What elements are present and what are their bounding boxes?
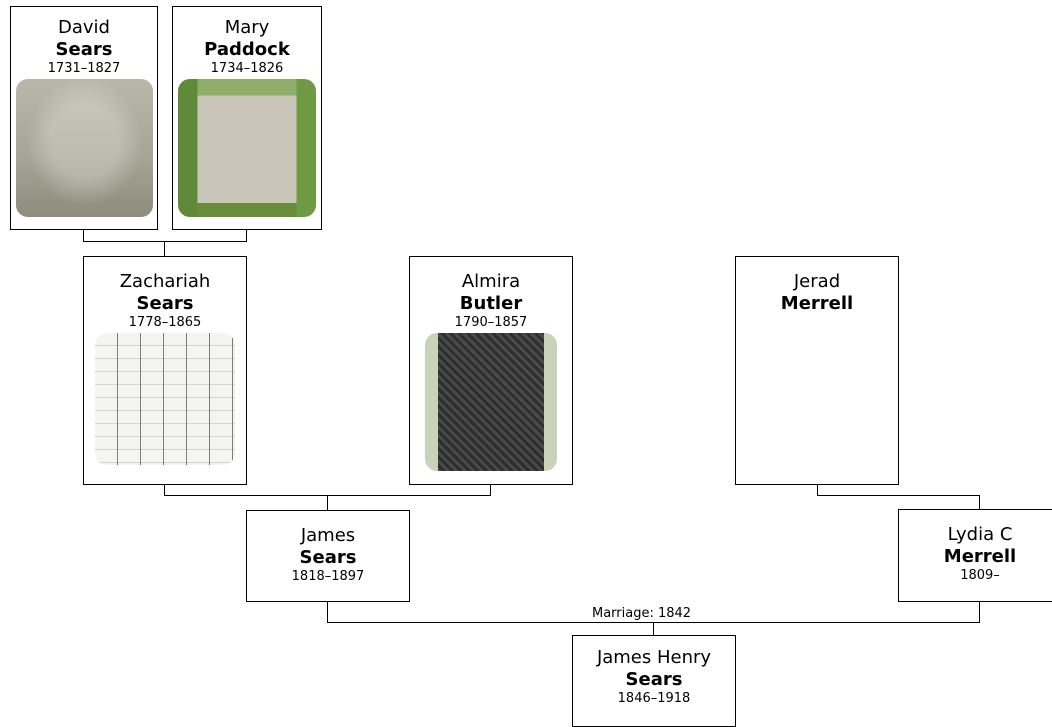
connector-line — [490, 484, 491, 496]
given-name: James — [300, 525, 356, 546]
given-name: David — [58, 17, 110, 38]
connector-line — [817, 484, 818, 496]
life-dates: 1846–1918 — [617, 691, 691, 706]
life-dates: 1790–1857 — [454, 315, 528, 330]
connector-line — [817, 495, 980, 496]
person-card-james-sears[interactable]: James Sears 1818–1897 — [246, 510, 410, 602]
person-card-mary-paddock[interactable]: Mary Paddock 1734–1826 — [172, 6, 322, 230]
life-dates: 1731–1827 — [47, 61, 121, 76]
connector-line — [653, 622, 654, 635]
life-dates: 1734–1826 — [210, 61, 284, 76]
connector-line — [164, 241, 165, 256]
person-card-james-henry-sears[interactable]: James Henry Sears 1846–1918 — [572, 635, 736, 727]
connector-line — [327, 495, 328, 510]
connector-line — [164, 484, 165, 496]
given-name: Almira — [461, 271, 521, 292]
given-name: James Henry — [596, 647, 712, 668]
connector-line — [246, 229, 247, 242]
marriage-label: Marriage: 1842 — [592, 606, 692, 621]
surname: Sears — [625, 669, 683, 690]
surname: Merrell — [943, 546, 1017, 567]
given-name: Zachariah — [119, 271, 211, 292]
connector-line — [327, 601, 328, 623]
life-dates: 1818–1897 — [291, 569, 365, 584]
surname: Sears — [299, 547, 357, 568]
life-dates: 1778–1865 — [128, 315, 202, 330]
connector-line — [979, 601, 980, 623]
connector-line — [83, 229, 84, 242]
surname: Butler — [459, 293, 523, 314]
headstone-photo — [15, 79, 153, 217]
surname: Sears — [136, 293, 194, 314]
given-name: Jerad — [793, 271, 841, 292]
person-card-lydia-merrell[interactable]: Lydia C Merrell 1809– — [898, 509, 1052, 602]
person-card-zachariah-sears[interactable]: Zachariah Sears 1778–1865 — [83, 256, 247, 485]
headstone-photo — [425, 333, 557, 471]
person-card-jerad-merrell[interactable]: Jerad Merrell — [735, 256, 899, 485]
surname: Sears — [55, 39, 113, 60]
given-name: Lydia C — [947, 524, 1013, 545]
surname: Paddock — [204, 39, 290, 60]
connector-line — [979, 495, 980, 509]
life-dates: 1809– — [960, 568, 1000, 583]
person-card-david-sears[interactable]: David Sears 1731–1827 — [10, 6, 158, 230]
headstone-photo — [178, 79, 316, 217]
given-name: Mary — [224, 17, 270, 38]
census-record-photo — [95, 333, 235, 465]
person-card-almira-butler[interactable]: Almira Butler 1790–1857 — [409, 256, 573, 485]
connector-line — [83, 241, 247, 242]
surname: Merrell — [780, 293, 854, 314]
